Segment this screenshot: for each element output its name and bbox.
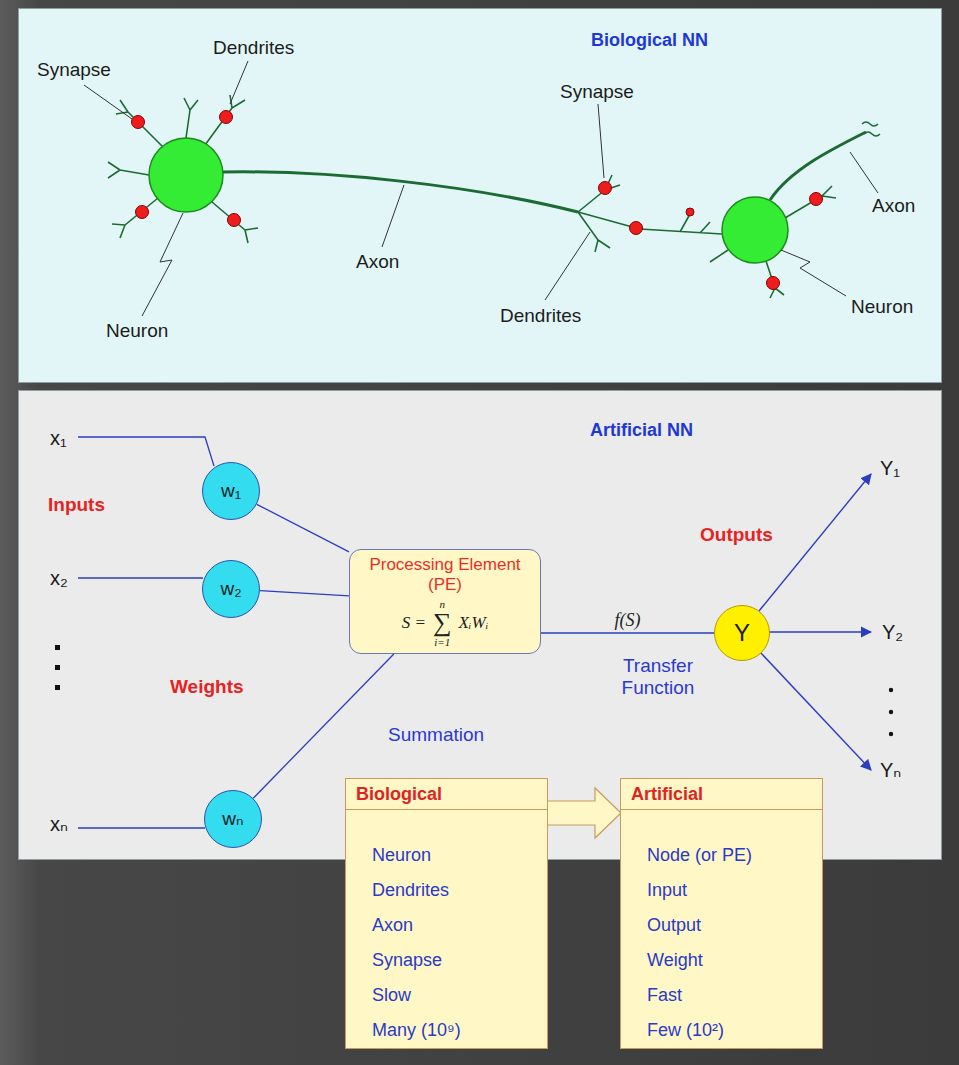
axon <box>223 172 578 212</box>
axon <box>770 132 866 200</box>
part-label: Axon <box>872 195 915 217</box>
node-label: w₁ <box>221 480 241 502</box>
table-cell: Node (or PE) <box>647 838 814 873</box>
connector-line <box>257 504 349 552</box>
processing-element: Processing Element (PE) S = n∑i=1 XᵢWᵢ <box>349 549 541 654</box>
node-label: w₂ <box>220 578 241 600</box>
table-cell: Neuron <box>372 838 539 873</box>
ellipsis-dot <box>889 732 893 736</box>
output-name: Y₂ <box>882 620 903 644</box>
ellipsis-dot <box>889 710 893 714</box>
table-cell: Synapse <box>372 943 539 978</box>
input-name: x₁ <box>50 426 67 450</box>
output-name: Yₙ <box>880 758 901 782</box>
weight-circle: w₂ <box>202 560 260 618</box>
synapse-dot <box>228 214 241 227</box>
section-label: Inputs <box>48 494 105 516</box>
table-cell: Fast <box>647 978 814 1013</box>
synapse-dot <box>630 222 643 235</box>
ellipsis-dots <box>55 645 60 690</box>
output-arrow <box>759 474 871 611</box>
ellipsis-dot <box>55 685 60 690</box>
input-name: x₂ <box>50 566 68 590</box>
formula-lhs: S = <box>402 613 426 633</box>
table-cell: Slow <box>372 978 539 1013</box>
function-label: Summation <box>388 724 484 746</box>
node-label: wₙ <box>222 808 243 830</box>
weight-circle: w₁ <box>202 462 260 520</box>
table-cell: Output <box>647 908 814 943</box>
node-label: Y <box>734 622 750 644</box>
ellipsis-dot <box>55 645 60 650</box>
weight-circle: wₙ <box>204 790 262 848</box>
leader-lines <box>84 61 878 316</box>
table-heading: Artificial <box>621 779 822 810</box>
part-label: Dendrites <box>500 305 581 327</box>
neuron-body <box>149 138 223 212</box>
block-arrow <box>547 788 621 838</box>
table-cell: Input <box>647 873 814 908</box>
artificial-table: ArtificialNode (or PE)InputOutputWeightF… <box>620 778 823 1049</box>
synapse-dot <box>810 193 823 206</box>
table-cell: Dendrites <box>372 873 539 908</box>
part-label: Dendrites <box>213 37 294 59</box>
sum-limit: n <box>439 598 445 610</box>
section-label: Outputs <box>700 524 773 546</box>
table-cell: Weight <box>647 943 814 978</box>
ellipsis-dot <box>55 665 60 670</box>
connector-line <box>260 591 349 596</box>
panel-title: Artificial NN <box>590 419 693 441</box>
neuron-body <box>722 197 788 263</box>
ellipsis-dot <box>889 688 893 692</box>
input-name: xₙ <box>50 812 68 836</box>
connector-line <box>541 632 714 633</box>
connector-line <box>253 654 394 798</box>
function-label: Transfer Function <box>600 655 716 699</box>
part-label: Synapse <box>560 81 634 103</box>
sum-limit: i=1 <box>434 636 450 648</box>
synapse-dot <box>220 111 233 124</box>
edge-label: f(S) <box>615 610 641 630</box>
output-name: Y₁ <box>880 456 900 480</box>
sigma-sign: ∑ <box>433 610 452 636</box>
part-label: Axon <box>356 251 399 273</box>
table-cell: Axon <box>372 908 539 943</box>
synapse-dot <box>136 206 149 219</box>
synapse-dot <box>686 208 694 216</box>
axon-end <box>862 122 880 136</box>
panel-title: Biological NN <box>591 29 708 51</box>
sigma-stack: n∑i=1 <box>433 598 452 648</box>
summation-formula: S = n∑i=1 XᵢWᵢ <box>402 598 489 648</box>
output-arrows <box>759 474 871 770</box>
output-circle: Y <box>714 605 770 661</box>
pe-title: Processing Element (PE) <box>358 555 532 595</box>
table-body: Node (or PE)InputOutputWeightFastFew (10… <box>621 810 822 1048</box>
synapse-dot <box>767 277 780 290</box>
table-body: NeuronDendritesAxonSynapseSlowMany (10⁹) <box>346 810 547 1048</box>
synapse-dots <box>132 111 823 290</box>
table-cell: Few (10²) <box>647 1013 814 1048</box>
biological-table: BiologicalNeuronDendritesAxonSynapseSlow… <box>345 778 548 1049</box>
part-label: Synapse <box>37 59 111 81</box>
synapse-dot <box>599 182 612 195</box>
dendrites <box>108 95 836 298</box>
output-arrow <box>760 652 871 770</box>
synapse-dot <box>132 116 145 129</box>
table-heading: Biological <box>346 779 547 810</box>
part-label: Neuron <box>851 296 913 318</box>
ellipsis-dots <box>889 688 893 736</box>
panel-fill <box>18 8 942 383</box>
table-cell: Many (10⁹) <box>372 1013 539 1048</box>
formula-term: XᵢWᵢ <box>458 613 488 633</box>
section-label: Weights <box>170 676 244 698</box>
part-label: Neuron <box>106 320 168 342</box>
output-arrow <box>769 631 871 632</box>
